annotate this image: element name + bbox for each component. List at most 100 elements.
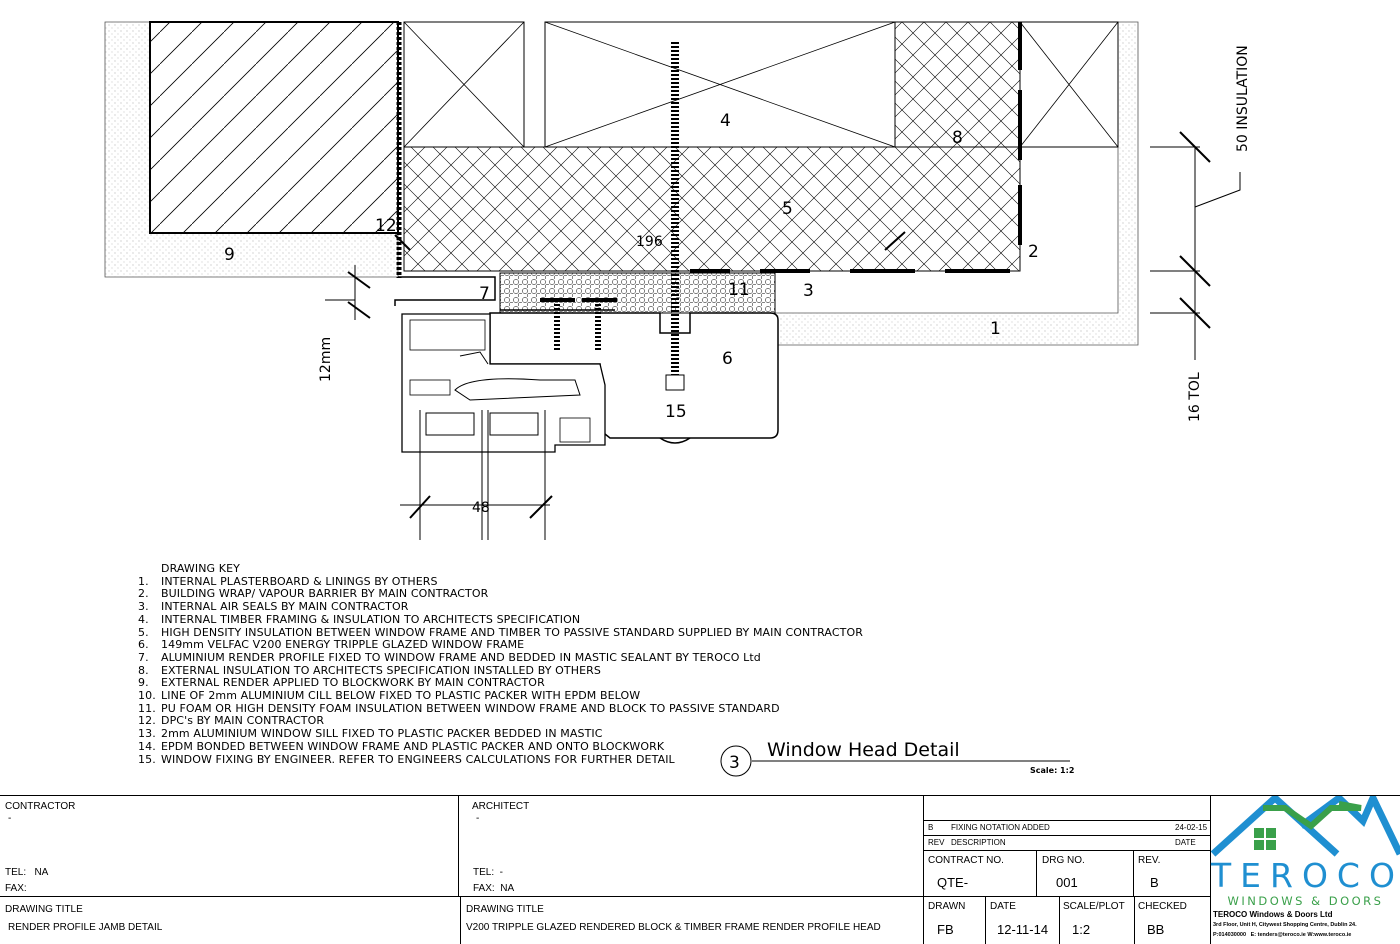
- drawing-key-item: 9. EXTERNAL RENDER APPLIED TO BLOCKWORK B…: [138, 676, 863, 690]
- callout-11: 11: [728, 280, 750, 300]
- drawing-key-item-number: 10.: [138, 689, 156, 703]
- drawing-key: DRAWING KEY 1. INTERNAL PLASTERBOARD & LI…: [138, 562, 863, 767]
- callout-2: 2: [1028, 242, 1039, 262]
- dimension-lines: [325, 131, 1241, 519]
- drawing-key-item-number: 8.: [138, 663, 149, 677]
- callout-7: 7: [479, 284, 490, 304]
- drawing-key-item-text: PU FOAM OR HIGH DENSITY FOAM INSULATION …: [161, 701, 780, 715]
- drawing-key-item: 6. 149mm VELFAC V200 ENERGY TRIPPLE GLAZE…: [138, 638, 863, 652]
- brand-name: TEROCO: [1211, 856, 1400, 895]
- drawing-key-item: 3. INTERNAL AIR SEALS BY MAIN CONTRACTOR: [138, 600, 863, 614]
- drawing-key-item-number: 9.: [138, 676, 149, 690]
- drawing-key-item: 1. INTERNAL PLASTERBOARD & LININGS BY OTH…: [138, 574, 863, 589]
- drawing-key-item-number: 14.: [138, 739, 156, 753]
- rev-b-date: 24-02-15: [1175, 823, 1208, 832]
- rev-label: REV.: [1138, 855, 1161, 866]
- drawing-key-item-number: 12.: [138, 714, 156, 728]
- title-block: CONTRACTOR - TEL: NA FAX: ARCHITECT - TE…: [0, 795, 1400, 944]
- drawing-key-item-text: INTERNAL AIR SEALS BY MAIN CONTRACTOR: [161, 600, 409, 614]
- drawing-key-item-number: 11.: [138, 701, 156, 715]
- drawing-title-1: RENDER PROFILE JAMB DETAIL: [8, 922, 163, 933]
- scale-label: SCALE/PLOT: [1063, 901, 1125, 912]
- drawing-key-item-number: 5.: [138, 625, 149, 639]
- drawing-key-heading: DRAWING KEY: [161, 562, 240, 575]
- drawing-key-item: 11. PU FOAM OR HIGH DENSITY FOAM INSULATI…: [138, 701, 863, 716]
- callout-12: 12: [375, 216, 397, 236]
- callout-15: 15: [665, 402, 687, 422]
- drawing-key-list: 1. INTERNAL PLASTERBOARD & LININGS BY OTH…: [138, 574, 863, 767]
- drawing-key-item-number: 7.: [138, 650, 149, 664]
- drawing-key-item: 10. LINE OF 2mm ALUMINIUM CILL BELOW FIXE…: [138, 689, 863, 703]
- dim-196: 196: [636, 234, 663, 250]
- teroco-logo: TEROCO WINDOWS & DOORS TEROCO Windows & …: [1211, 796, 1400, 944]
- drawing-key-item-text: 149mm VELFAC V200 ENERGY TRIPPLE GLAZED …: [161, 638, 525, 652]
- drawing-key-item: 2.BUILDING WRAP/ VAPOUR BARRIER BY MAIN …: [138, 588, 863, 601]
- drawing-key-item: 15.WINDOW FIXING BY ENGINEER. REFER TO E…: [138, 752, 863, 767]
- company-address: 3rd Floor, Unit H, Citywest Shopping Cen…: [1213, 922, 1357, 928]
- callout-3: 3: [803, 281, 814, 301]
- drawing-key-item-text: INTERNAL PLASTERBOARD & LININGS BY OTHER…: [161, 574, 438, 588]
- drawing-key-item-text: 2mm ALUMINIUM WINDOW SILL FIXED TO PLAST…: [161, 727, 603, 741]
- drawing-key-item: 5. HIGH DENSITY INSULATION BETWEEN WINDOW…: [138, 625, 863, 640]
- dim-48: 48: [472, 500, 490, 516]
- drawn-value: FB: [937, 922, 954, 937]
- drawing-key-item-number: 4.: [138, 612, 149, 626]
- architect-fax: FAX: NA: [473, 883, 515, 894]
- drawing-key-item-text: BUILDING WRAP/ VAPOUR BARRIER BY MAIN CO…: [161, 587, 489, 601]
- drawing-key-item-number: 1.: [138, 574, 149, 588]
- rev-b-description: FIXING NOTATION ADDED: [951, 823, 1050, 832]
- rev-b: B: [928, 823, 934, 832]
- drawing-key-item: 13. 2mm ALUMINIUM WINDOW SILL FIXED TO PL…: [138, 727, 863, 741]
- drawing-key-item: 8.EXTERNAL INSULATION TO ARCHITECTS SPEC…: [138, 663, 863, 678]
- date-value: 12-11-14: [997, 922, 1049, 937]
- drawing-key-item: 4.INTERNAL TIMBER FRAMING & INSULATION T…: [138, 612, 863, 627]
- scale-value: 1:2: [1072, 922, 1091, 937]
- drawing-key-item-text: LINE OF 2mm ALUMINIUM CILL BELOW FIXED T…: [161, 689, 641, 703]
- architect-value: -: [476, 813, 480, 824]
- drawing-key-item-text: HIGH DENSITY INSULATION BETWEEN WINDOW F…: [161, 625, 863, 639]
- callout-8: 8: [952, 128, 963, 148]
- drawing-key-item-number: 6.: [138, 638, 149, 652]
- drawing-key-item-number: 3.: [138, 600, 149, 614]
- house-roof-logo-icon: [1211, 796, 1400, 857]
- window-frame: [401, 312, 779, 453]
- drawing-key-item: 12. DPC's BY MAIN CONTRACTOR: [138, 715, 863, 728]
- external-insulation: [894, 21, 1021, 148]
- checked-label: CHECKED: [1138, 901, 1187, 912]
- pu-foam: [499, 272, 776, 314]
- drawing-key-item-number: 15.: [138, 752, 156, 766]
- contractor-fax: FAX:: [5, 883, 27, 894]
- drawing-key-item-text: DPC's BY MAIN CONTRACTOR: [161, 714, 325, 728]
- company-contact: P:014030000 E: tenders@teroco.ie W:www.t…: [1213, 932, 1352, 938]
- callout-1: 1: [990, 319, 1001, 339]
- high-density-insulation: [403, 146, 1021, 272]
- drawing-title-label-2: DRAWING TITLE: [466, 904, 544, 915]
- contract-no-label: CONTRACT NO.: [928, 855, 1004, 866]
- date-column-header: DATE: [1175, 838, 1196, 847]
- contractor-value: -: [8, 813, 12, 824]
- drawing-key-item-text: EXTERNAL RENDER APPLIED TO BLOCKWORK BY …: [161, 676, 545, 690]
- company-name: TEROCO Windows & Doors Ltd: [1213, 910, 1333, 919]
- drawn-label: DRAWN: [928, 901, 966, 912]
- blockwork: [149, 21, 399, 234]
- dim-12mm: 12mm: [318, 337, 334, 382]
- contractor-tel: TEL: NA: [5, 867, 49, 878]
- drawing-key-item-number: 13.: [138, 727, 156, 741]
- callout-6: 6: [722, 349, 733, 369]
- callout-9: 9: [224, 245, 235, 265]
- drg-no-label: DRG NO.: [1042, 855, 1085, 866]
- contract-no: QTE-: [937, 875, 969, 890]
- drg-no: 001: [1056, 875, 1078, 890]
- view-title: Window Head Detail: [767, 739, 960, 761]
- drawing-key-item: 7. ALUMINIUM RENDER PROFILE FIXED TO WIND…: [138, 650, 863, 665]
- drawing-key-item-text: EPDM BONDED BETWEEN WINDOW FRAME AND PLA…: [161, 739, 665, 753]
- architect-tel: TEL: -: [473, 867, 504, 878]
- window-head-detail-drawing: 1 2 3 4 5 6 7 8 9 11 12 15 196 48 12mm 5…: [104, 21, 1251, 777]
- dim-50-insulation: 50 INSULATION: [1235, 45, 1251, 152]
- description-column-header: DESCRIPTION: [951, 838, 1006, 847]
- callout-5: 5: [782, 199, 793, 219]
- checked-value: BB: [1147, 922, 1165, 937]
- view-scale: Scale: 1:2: [1030, 766, 1074, 775]
- callout-4: 4: [720, 111, 731, 131]
- drawing-key-item-text: ALUMINIUM RENDER PROFILE FIXED TO WINDOW…: [161, 650, 761, 664]
